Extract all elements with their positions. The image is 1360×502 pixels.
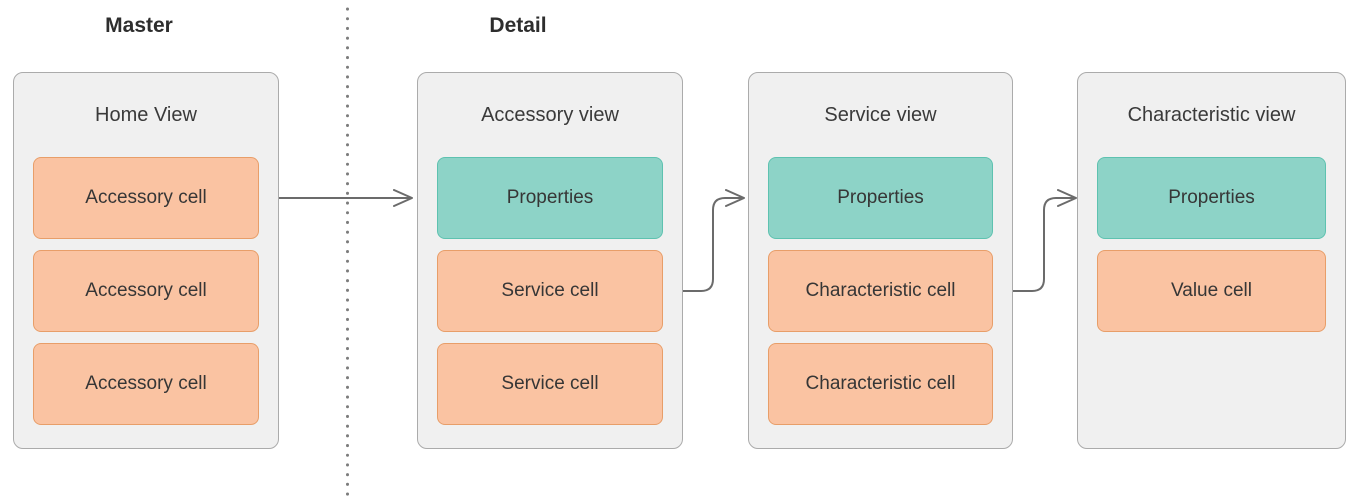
- accessory-cell: Accessory cell: [33, 250, 259, 332]
- panel-title: Service view: [824, 103, 937, 126]
- panel-title: Characteristic view: [1127, 103, 1296, 126]
- properties-cell: Properties: [437, 157, 663, 239]
- characteristic-cell: Characteristic cell: [768, 250, 993, 332]
- cell-list: Properties Value cell: [1078, 157, 1345, 332]
- cell-list: Properties Characteristic cell Character…: [749, 157, 1012, 425]
- service-cell: Service cell: [437, 250, 663, 332]
- panel-title: Home View: [95, 103, 197, 126]
- characteristic-cell: Characteristic cell: [768, 343, 993, 425]
- master-section-label: Master: [105, 14, 173, 37]
- panel-accessory-view: Accessory view Properties Service cell S…: [417, 72, 683, 449]
- panel-home-view: Home View Accessory cell Accessory cell …: [13, 72, 279, 449]
- cell-list: Accessory cell Accessory cell Accessory …: [14, 157, 278, 425]
- panel-title: Accessory view: [481, 103, 619, 126]
- properties-cell: Properties: [1097, 157, 1326, 239]
- panel-service-view: Service view Properties Characteristic c…: [748, 72, 1013, 449]
- panel-characteristic-view: Characteristic view Properties Value cel…: [1077, 72, 1346, 449]
- service-cell: Service cell: [437, 343, 663, 425]
- cell-list: Properties Service cell Service cell: [418, 157, 682, 425]
- accessory-cell: Accessory cell: [33, 157, 259, 239]
- properties-cell: Properties: [768, 157, 993, 239]
- accessory-cell: Accessory cell: [33, 343, 259, 425]
- detail-section-label: Detail: [489, 14, 547, 37]
- value-cell: Value cell: [1097, 250, 1326, 332]
